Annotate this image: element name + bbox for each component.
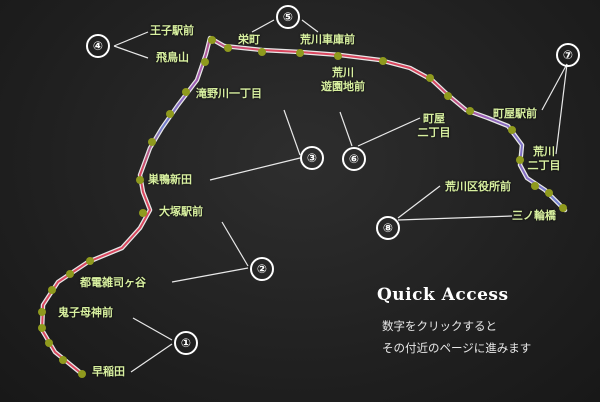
stop-dot: [545, 189, 553, 197]
section-8-button[interactable]: ⑧: [376, 216, 400, 240]
stop-dot: [426, 74, 434, 82]
station-label-waseda[interactable]: 早稲田: [92, 365, 125, 378]
station-label-arakawa-nichome[interactable]: 荒川 二丁目: [522, 145, 566, 173]
stop-dot: [201, 58, 209, 66]
stop-dot: [334, 52, 342, 60]
station-label-arakawa-yuenchimae[interactable]: 荒川 遊園地前: [313, 66, 373, 94]
station-label-arakawa-kuyakushomae[interactable]: 荒川区役所前: [445, 180, 511, 193]
stop-dot: [166, 110, 174, 118]
station-label-takinogawa-itchome[interactable]: 滝野川一丁目: [196, 87, 262, 100]
station-label-line: 荒川: [332, 66, 354, 79]
station-label-arakawa-shako-mae[interactable]: 荒川車庫前: [300, 33, 355, 46]
quick-access-instruction-line1: 数字をクリックすると: [382, 319, 497, 333]
stop-dot: [78, 370, 86, 378]
route-stops: [38, 36, 567, 378]
station-label-oji-ekimae[interactable]: 王子駅前: [150, 24, 194, 37]
stop-dot: [182, 88, 190, 96]
station-label-sakaecho[interactable]: 栄町: [238, 33, 260, 46]
station-label-sugamo-shinden[interactable]: 巣鴨新田: [148, 173, 192, 186]
stop-dot: [224, 44, 232, 52]
section-1-button[interactable]: ①: [174, 331, 198, 355]
stop-dot: [45, 339, 53, 347]
stop-dot: [296, 49, 304, 57]
stop-dot: [466, 107, 474, 115]
stop-dot: [208, 36, 216, 44]
stop-dot: [444, 92, 452, 100]
station-label-minowabashi[interactable]: 三ノ輪橋: [512, 209, 556, 222]
stop-dot: [559, 204, 567, 212]
stop-dot: [379, 57, 387, 65]
stop-dot: [508, 126, 516, 134]
station-label-machiya-ekimae[interactable]: 町屋駅前: [493, 107, 537, 120]
stop-dot: [48, 286, 56, 294]
station-label-kishimojinmae[interactable]: 鬼子母神前: [58, 306, 113, 319]
stop-dot: [148, 138, 156, 146]
station-label-line: 町屋: [423, 112, 445, 125]
section-3-button[interactable]: ③: [300, 146, 324, 170]
stop-dot: [139, 209, 147, 217]
station-label-machiya-nichome[interactable]: 町屋 二丁目: [412, 112, 456, 140]
stop-dot: [38, 324, 46, 332]
section-5-button[interactable]: ⑤: [276, 5, 300, 29]
section-4-button[interactable]: ④: [86, 34, 110, 58]
station-label-line: 二丁目: [527, 159, 561, 172]
station-label-asukayama[interactable]: 飛鳥山: [156, 51, 189, 64]
station-label-line: 遊園地前: [321, 80, 365, 93]
stop-dot: [66, 270, 74, 278]
stop-dot: [136, 176, 144, 184]
station-label-line: 二丁目: [417, 126, 451, 139]
stop-dot: [516, 156, 524, 164]
stop-dot: [59, 356, 67, 364]
stop-dot: [531, 182, 539, 190]
section-6-button[interactable]: ⑥: [342, 147, 366, 171]
station-label-line: 荒川: [533, 145, 555, 158]
quick-access-title: Quick Access: [377, 285, 509, 305]
station-label-toden-zoshigaya[interactable]: 都電雑司ヶ谷: [80, 276, 146, 289]
station-label-otsuka-ekimae[interactable]: 大塚駅前: [159, 205, 203, 218]
section-2-button[interactable]: ②: [250, 257, 274, 281]
stop-dot: [38, 308, 46, 316]
callout-lines: [113, 19, 568, 373]
quick-access-instruction-line2: その付近のページに進みます: [382, 341, 532, 355]
stop-dot: [86, 257, 94, 265]
section-7-button[interactable]: ⑦: [556, 43, 580, 67]
stop-dot: [258, 48, 266, 56]
